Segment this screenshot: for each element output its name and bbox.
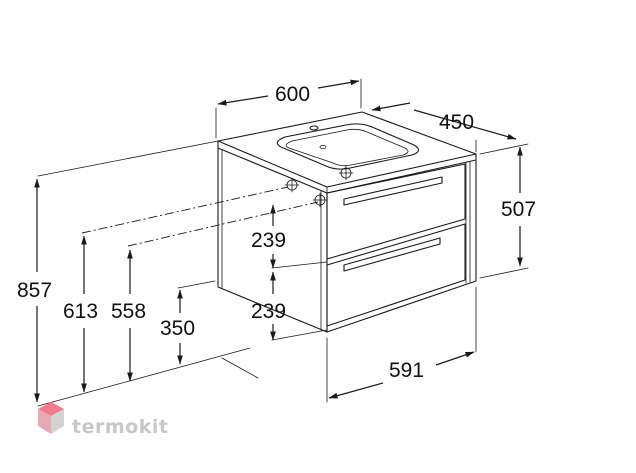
dim-line-front-width	[328, 382, 384, 399]
label-depth: 450	[439, 111, 474, 134]
sink-bowl-inner	[285, 128, 409, 167]
basin-top	[217, 111, 477, 188]
label-front-width: 591	[389, 359, 424, 382]
tap-hole	[309, 125, 319, 131]
front-face	[326, 159, 477, 333]
label-height-350: 350	[160, 317, 195, 340]
label-total-height: 857	[17, 279, 52, 302]
dim-line-depth	[371, 102, 411, 112]
dim-line-width	[217, 95, 269, 106]
brand-logo: termokit	[38, 402, 168, 438]
dimension-labels: 600 450 507 239 239 591 857 613 558 350	[17, 83, 536, 382]
extension-lines	[37, 78, 529, 407]
cube-icon	[38, 402, 64, 434]
drawer-lower	[326, 223, 466, 327]
drain-hole	[319, 144, 327, 149]
drawer-upper	[326, 163, 466, 260]
drawer-lower-handle	[343, 237, 441, 272]
label-height-613: 613	[63, 300, 98, 323]
sink-bowl	[276, 123, 420, 170]
brand-name: termokit	[72, 416, 168, 438]
label-height-558: 558	[111, 300, 146, 323]
basin-top-thickness	[217, 140, 477, 194]
side-panel	[217, 147, 328, 333]
label-width: 600	[275, 83, 310, 106]
dimension-lines	[34, 79, 523, 403]
vanity-unit	[217, 111, 477, 333]
label-drawer-upper: 239	[251, 229, 286, 252]
label-cabinet-height: 507	[501, 198, 536, 221]
label-drawer-lower: 239	[251, 300, 286, 323]
drawer-upper-handle	[343, 176, 443, 206]
